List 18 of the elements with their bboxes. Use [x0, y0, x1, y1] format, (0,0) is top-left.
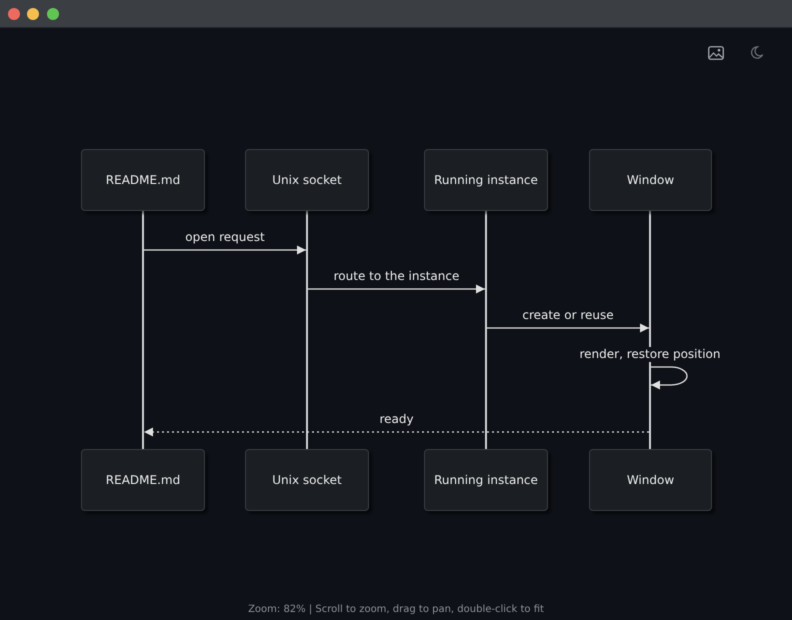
- participant-box: Window: [589, 449, 712, 511]
- participant-box: Window: [589, 149, 712, 211]
- return-arrow: [144, 428, 649, 436]
- message-arrow: [487, 324, 649, 332]
- lifeline: [649, 211, 651, 449]
- participant-box: Unix socket: [245, 149, 369, 211]
- lifeline: [485, 211, 487, 449]
- message-arrow: [144, 246, 306, 254]
- self-message-arrow: [651, 366, 688, 390]
- participant-box: README.md: [81, 449, 205, 511]
- participant-box: Running instance: [424, 449, 548, 511]
- lifeline: [142, 211, 144, 449]
- lifeline: [306, 211, 308, 449]
- message-arrow: [308, 284, 485, 294]
- participant-box: Running instance: [424, 149, 548, 211]
- participant-box: Unix socket: [245, 449, 369, 511]
- participant-box: README.md: [81, 149, 205, 211]
- status-text: Zoom: 82% | Scroll to zoom, drag to pan, double-click to fit: [248, 603, 544, 616]
